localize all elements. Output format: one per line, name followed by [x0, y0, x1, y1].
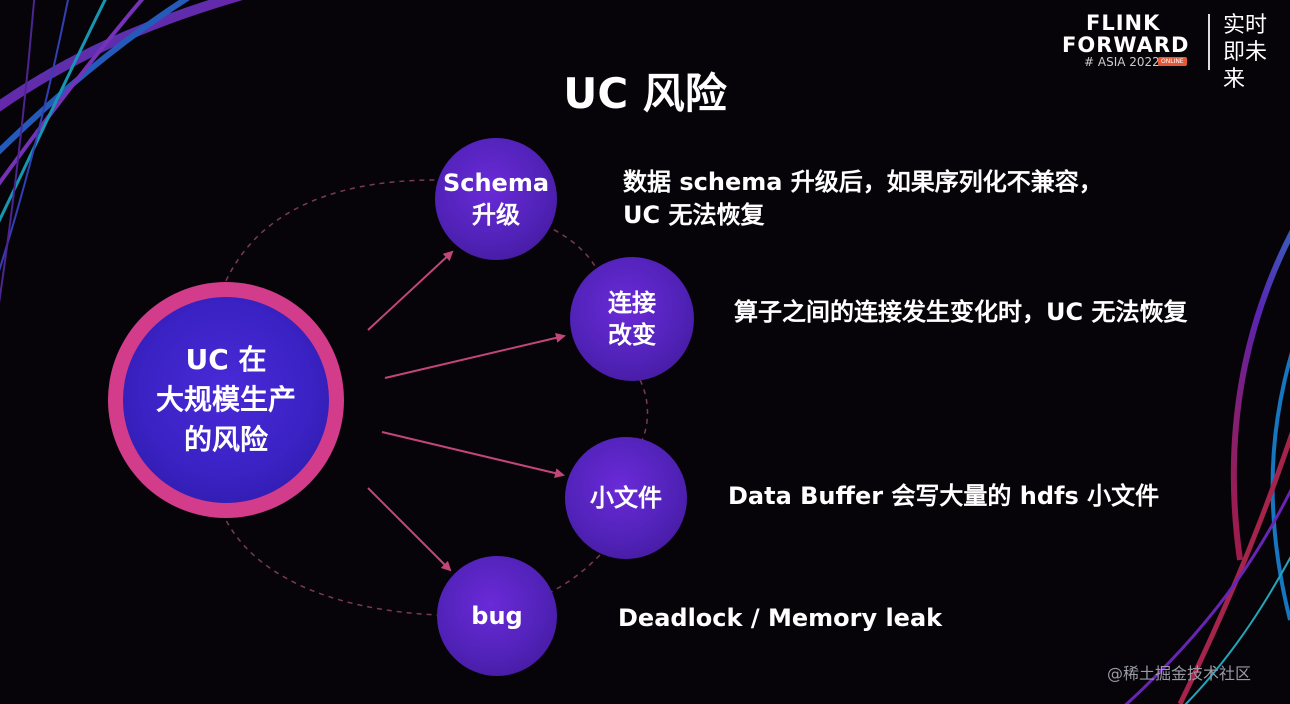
risk-description-bug: Deadlock / Memory leak: [618, 602, 942, 635]
risk-node-label: 改变: [608, 321, 656, 349]
risk-node-label: Schema: [442, 169, 550, 197]
watermark: @稀土掘金技术社区: [1107, 664, 1252, 683]
center-node-line3: 的风险: [183, 423, 268, 456]
risk-node-bug: bug: [437, 556, 557, 676]
risk-node-small-files: 小文件: [565, 437, 687, 559]
center-node-line1: UC 在: [185, 343, 267, 376]
logo-divider: [1208, 14, 1210, 70]
risk-node-label: bug: [471, 602, 523, 630]
arrow-to-connection: [384, 332, 566, 379]
risk-description-line: Data Buffer 会写大量的 hdfs 小文件: [728, 482, 1160, 510]
risk-node-label: 连接: [608, 289, 656, 317]
arrow-to-schema: [367, 250, 454, 331]
logo-badge: ONLINE: [1158, 57, 1187, 66]
risk-node-schema: Schema 升级: [435, 138, 557, 260]
flink-forward-logo: FLINK FORWARD # ASIA 2022 ONLINE 实时即未来: [1058, 8, 1278, 92]
arrow-to-small-files: [381, 431, 565, 479]
arrow-to-bug: [367, 487, 452, 572]
risk-node-label: 小文件: [590, 484, 662, 512]
risk-description-schema: 数据 schema 升级后，如果序列化不兼容， UC 无法恢复: [623, 166, 1103, 232]
logo-motto: 实时即未来: [1223, 13, 1268, 92]
risk-description-line: 数据 schema 升级后，如果序列化不兼容，: [623, 168, 1103, 196]
center-node: UC 在 大规模生产 的风险: [108, 282, 344, 518]
risk-description-small-files: Data Buffer 会写大量的 hdfs 小文件: [728, 480, 1159, 513]
logo-line2: FORWARD: [1062, 33, 1190, 57]
risk-description-connection: 算子之间的连接发生变化时，UC 无法恢复: [734, 296, 1187, 329]
risk-description-line: Deadlock / Memory leak: [618, 604, 943, 632]
logo-edition: # ASIA 2022: [1084, 55, 1160, 69]
center-node-inner: UC 在 大规模生产 的风险: [123, 297, 329, 503]
dashed-arc-right-middle: [639, 379, 649, 446]
dashed-arc-right-lower: [544, 554, 601, 596]
slide-title: UC 风险: [563, 69, 727, 118]
dashed-arc-bottom: [221, 511, 439, 616]
risk-description-line: 算子之间的连接发生变化时，UC 无法恢复: [734, 298, 1188, 326]
dashed-arc-right-upper: [544, 224, 601, 276]
risk-description-line: UC 无法恢复: [623, 201, 765, 229]
logo-line1: FLINK: [1086, 11, 1161, 35]
center-node-line2: 大规模生产: [155, 383, 296, 416]
dashed-arc-top: [221, 179, 437, 291]
risk-node-connection: 连接 改变: [570, 257, 694, 381]
risk-node-label: 升级: [471, 201, 520, 229]
